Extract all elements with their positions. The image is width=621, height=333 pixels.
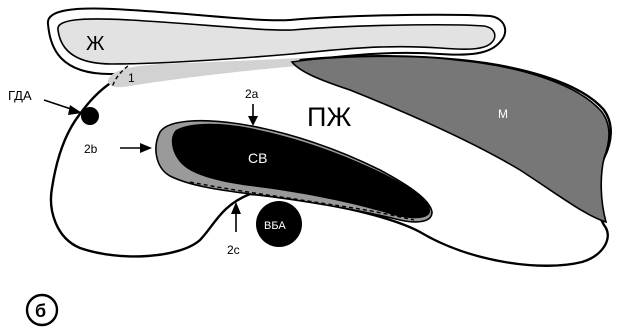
label-zone-1: 1 bbox=[128, 71, 135, 85]
label-pancreas: ПЖ bbox=[307, 102, 351, 132]
arrow-2c bbox=[231, 202, 241, 232]
arrow-gda bbox=[44, 100, 82, 115]
label-gda: ГДА bbox=[8, 88, 32, 103]
label-2c: 2c bbox=[227, 243, 240, 257]
label-splenic-vein: СВ bbox=[248, 150, 267, 166]
gda-dot bbox=[81, 107, 99, 125]
label-stomach: Ж bbox=[86, 33, 105, 55]
label-sma: ВБА bbox=[264, 220, 286, 232]
label-mesentery: М bbox=[498, 107, 508, 121]
label-2a: 2a bbox=[245, 87, 259, 101]
label-2b: 2b bbox=[84, 142, 98, 156]
label-panel: б bbox=[35, 301, 46, 321]
